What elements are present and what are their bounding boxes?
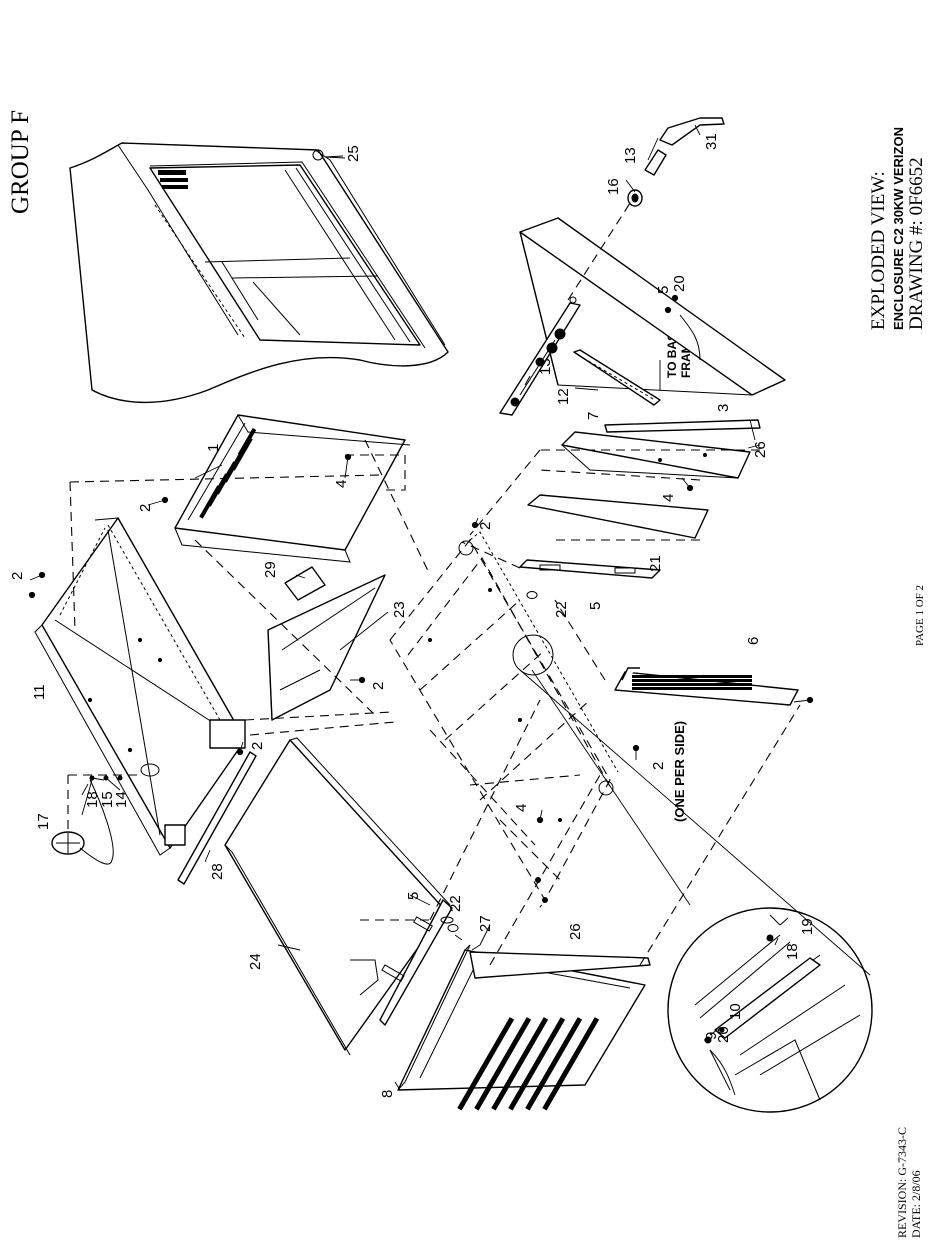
callout-26b: 26 [567, 923, 584, 940]
callout-8: 8 [379, 1090, 396, 1098]
callout-21: 21 [647, 555, 664, 572]
callout-11: 11 [31, 684, 48, 700]
callout-20b: 20 [715, 1026, 732, 1043]
callout-26a: 26 [752, 441, 769, 458]
callout-24: 24 [247, 953, 264, 970]
hinge-12 [574, 350, 660, 405]
page-number: PAGE 1 OF 2 [914, 585, 926, 646]
title-line-2: ENCLOSURE C2 30KW VERIZON [891, 127, 906, 330]
side-panel-7 [562, 432, 750, 478]
callout-6: 6 [745, 637, 762, 645]
callout-20a: 20 [671, 275, 688, 292]
revision-label: REVISION: G-7343-C [895, 1127, 909, 1238]
callout-19: 19 [799, 918, 816, 935]
callout-10: 10 [727, 1003, 744, 1020]
callout-3: 3 [715, 404, 732, 412]
callout-28: 28 [209, 863, 226, 880]
callout-7: 7 [585, 412, 602, 420]
callout-5c: 5 [405, 892, 422, 900]
corner-bracket-right [520, 560, 660, 578]
callout-2f: 2 [650, 762, 667, 770]
callout-25: 25 [345, 145, 362, 162]
door-panel-3 [520, 218, 785, 395]
callout-13a: 13 [537, 358, 554, 375]
date-label: DATE: 2/8/06 [909, 1170, 923, 1238]
callout-18b: 18 [784, 943, 801, 960]
callout-29: 29 [262, 561, 279, 578]
callout-2c: 2 [477, 522, 494, 530]
callout-2e: 2 [249, 742, 266, 750]
side-louver-panel [615, 668, 798, 705]
group-label: GROUP F [7, 110, 34, 214]
callout-22b: 22 [447, 895, 464, 912]
callout-27: 27 [477, 915, 494, 932]
callout-1: 1 [205, 444, 222, 452]
title-line-3: DRAWING #: 0F6652 [906, 157, 927, 330]
callout-15: 15 [99, 791, 116, 808]
inner-divider-panel [268, 567, 385, 720]
roof-panel [35, 518, 245, 855]
callout-5b: 5 [587, 602, 604, 610]
callout-2d: 2 [370, 682, 387, 690]
side-panel-21 [528, 495, 708, 538]
callout-18a: 18 [84, 791, 101, 808]
callout-17: 17 [35, 813, 52, 830]
base-frame [390, 532, 618, 910]
callout-4a: 4 [333, 480, 350, 488]
callout-12: 12 [555, 388, 572, 405]
callout-5a: 5 [655, 286, 672, 294]
callout-13b: 13 [622, 147, 639, 164]
callout-16: 16 [605, 178, 622, 195]
callout-4b: 4 [660, 494, 677, 502]
title-line-1: EXPLODED VIEW: [868, 171, 889, 330]
callout-31: 31 [703, 133, 720, 150]
callout-4c: 4 [513, 804, 530, 812]
callout-2b: 2 [137, 504, 154, 512]
one-per-side-note: (ONE PER SIDE) [672, 721, 687, 822]
callout-23: 23 [391, 601, 408, 618]
callout-22a: 22 [553, 601, 570, 618]
enclosure-overview [70, 143, 448, 402]
callout-2a: 2 [9, 572, 26, 580]
rear-louvered-panel [175, 415, 410, 562]
